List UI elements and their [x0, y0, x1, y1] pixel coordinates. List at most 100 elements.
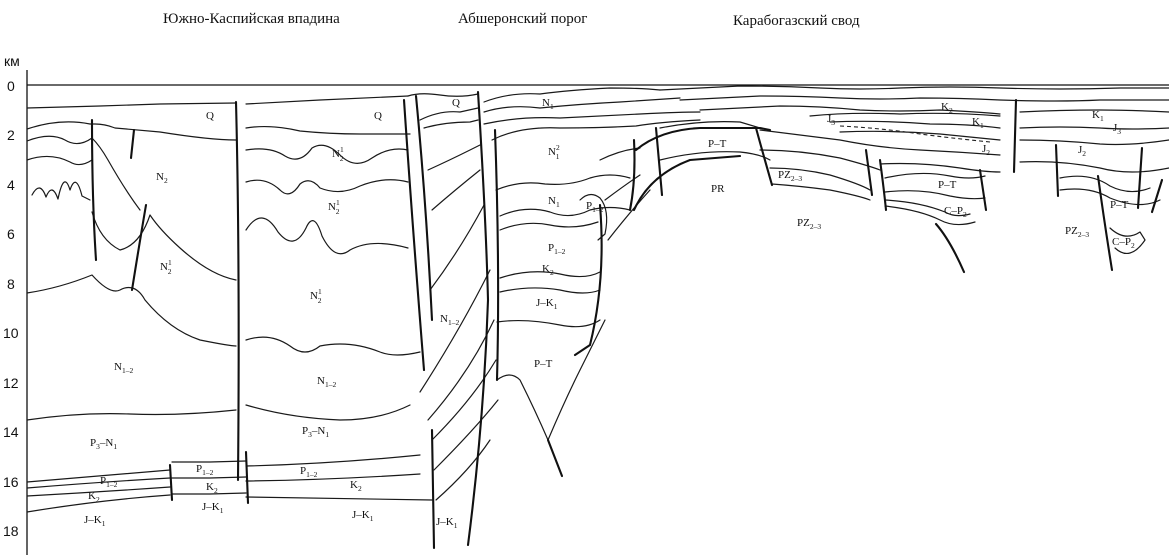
label-p12-e: P1–2 [548, 242, 566, 256]
ab-line-8 [427, 319, 495, 421]
unit-labels: Q Q Q N2 N12​ N12​ N12​ N12​ N1–2 N1–2 N… [84, 97, 1135, 530]
kb-top-2 [679, 95, 1169, 102]
label-k2-a: K2 [88, 490, 100, 504]
q-base-block2 [245, 125, 411, 135]
south-caspian-horizons [26, 95, 433, 513]
kb-arch-2 [759, 149, 881, 171]
kb-right-k1b [1019, 126, 1169, 130]
seafloor-block1 [26, 102, 237, 109]
label-cp2-b: C–P2 [1112, 236, 1135, 250]
label-n12-a: N1–2 [114, 361, 133, 375]
n2-1-wave-block2c [245, 217, 409, 255]
ab-line-7 [419, 269, 491, 393]
absheron-horizons [407, 87, 701, 501]
ab-n1-top-2 [483, 97, 681, 113]
kb-top-1 [659, 85, 1169, 91]
wavy-left-2 [26, 155, 93, 166]
n12-base-block2 [245, 404, 411, 421]
p3n1-base-block2 [245, 454, 421, 467]
header-karabogaz: Карабогазский свод [733, 13, 860, 29]
label-p12-c: P1–2 [300, 465, 318, 479]
label-n2-1-a: N12​ [332, 145, 344, 163]
label-j3-b: J3 [1113, 122, 1121, 136]
fault-16 [754, 126, 774, 187]
tick-label-16: 16 [3, 474, 19, 490]
label-n12-c: N1–2 [440, 313, 459, 327]
ab-k2-base [499, 287, 601, 294]
kb-pz-base [771, 183, 871, 201]
fault-12 [573, 203, 603, 357]
fault-3 [130, 203, 148, 292]
fault-11 [493, 128, 500, 382]
ab-line-6 [429, 204, 485, 291]
label-j2-b: J2 [1078, 144, 1086, 158]
kb-k1-base [839, 130, 1001, 141]
kb-pt-top-r [884, 172, 986, 179]
label-n1-2: N21​ [548, 143, 560, 161]
ab-n1-base [491, 119, 701, 141]
label-pt-b: P–T [708, 138, 727, 150]
label-k1-a: K1 [972, 116, 984, 130]
ab-line-11 [435, 439, 491, 501]
fault-23 [1096, 174, 1114, 272]
k2-mid-base [171, 492, 247, 495]
fault-25 [1150, 178, 1164, 214]
label-cp2-a: C–P2 [944, 205, 967, 219]
ab-pt-right [547, 319, 606, 441]
kb-pr-top [659, 151, 771, 161]
label-pz23-c: PZ2–3 [1065, 225, 1089, 239]
ab-pt-left [496, 374, 549, 441]
ab-mid-3 [607, 189, 651, 241]
label-n1-b: N1 [548, 195, 560, 209]
tick-label-12: 12 [3, 375, 19, 391]
ab-n1-top-1 [483, 87, 661, 103]
p12-base-left [26, 486, 171, 497]
ab-line-2 [419, 107, 479, 121]
label-n2-1-d: N12​ [310, 287, 322, 305]
label-pt-c: P–T [938, 179, 957, 191]
faults [90, 90, 1164, 550]
axis-unit: км [4, 53, 20, 69]
ab-mid-2 [604, 174, 641, 201]
fault-4 [234, 100, 240, 482]
kb-pt-top [659, 121, 761, 129]
ab-p12-base [499, 271, 601, 279]
label-pz23-b: PZ2–3 [797, 217, 821, 231]
kb-right-pt-base [1059, 188, 1161, 206]
label-jk1-b: J–K1 [202, 501, 224, 515]
n2-base-curve [91, 211, 237, 281]
n2-1-wave-block2a [245, 144, 409, 164]
kb-right-j2 [1019, 161, 1169, 173]
label-n2: N2 [156, 171, 168, 185]
tick-label-18: 18 [3, 523, 19, 539]
label-jk1-e: J–K1 [536, 297, 558, 311]
ab-n1-base-b [499, 206, 631, 217]
kb-pt-base-r [884, 190, 986, 200]
label-q-2: Q [374, 110, 382, 122]
kb-cp-base [884, 205, 976, 226]
fault-19 [934, 222, 966, 274]
label-n12-b: N1–2 [317, 375, 336, 389]
ab-jk1-base [496, 319, 601, 328]
k2-base-left [26, 494, 171, 513]
label-p12-d: P1–2 [586, 200, 604, 214]
p12-base-block2 [245, 473, 421, 482]
ab-n1-2-base [495, 174, 631, 191]
ab-line-5 [431, 169, 481, 211]
tick-label-14: 14 [3, 424, 19, 440]
ab-line-1 [407, 93, 479, 97]
label-n1-a: N1 [542, 97, 554, 111]
kb-pz-top [769, 167, 871, 191]
fault-2 [129, 128, 136, 160]
p12-mid-base [171, 476, 247, 479]
label-p3n1-b: P3–N1 [302, 425, 329, 439]
fault-9 [430, 428, 436, 550]
label-pz23-a: PZ2–3 [778, 169, 802, 183]
label-j3-a: J3 [827, 113, 835, 127]
kb-pt-outline [634, 126, 772, 152]
q-base-block1 [26, 121, 237, 141]
ab-line-9 [431, 359, 497, 441]
n2-1-base-block2 [245, 336, 421, 356]
p3n1-base-left [26, 469, 171, 483]
depth-axis: км 0 2 4 6 8 10 12 14 16 18 [3, 53, 28, 555]
